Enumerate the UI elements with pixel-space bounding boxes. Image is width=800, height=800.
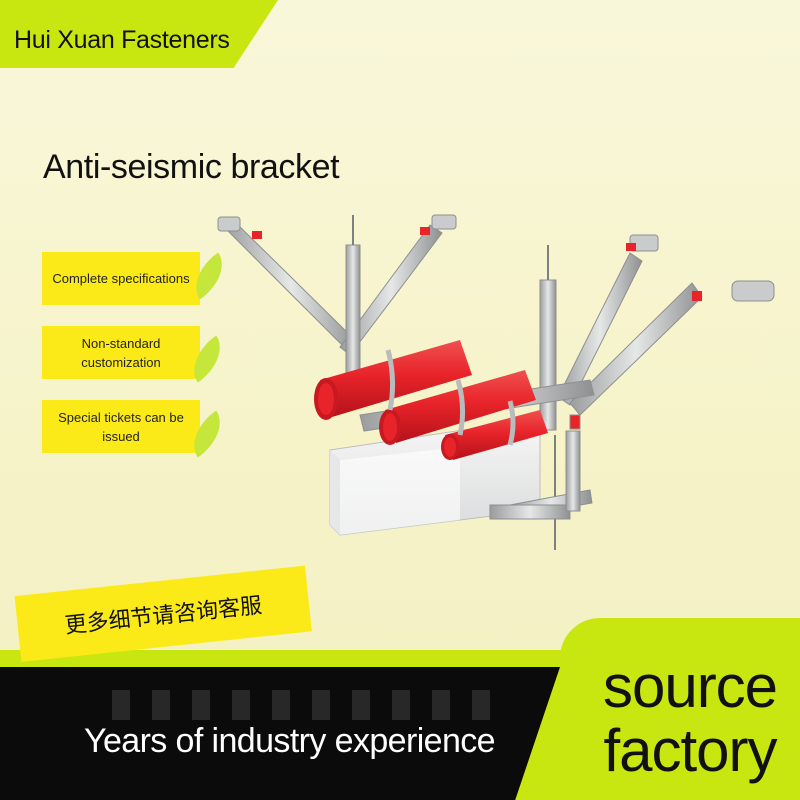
experience-text: Years of industry experience [84,722,496,760]
brand-name: Hui Xuan Fasteners [14,26,230,54]
consult-banner: 更多细节请咨询客服 [14,565,312,662]
source-line: source [602,653,778,720]
source-factory-text: source factory [590,655,790,783]
pipe [441,410,548,460]
bracket-illustration [217,214,775,550]
factory-line: factory [603,717,777,784]
experience-bar [0,667,560,800]
feature-tag-tickets: Special tickets can be issued [42,400,200,453]
page-title: Anti-seismic bracket [43,148,340,186]
decorative-text-shadow [112,690,512,720]
diagonal-brace [221,218,703,416]
feature-tag-specifications: Complete specifications [42,252,200,305]
brand-banner [0,0,278,68]
feature-tag-customization: Non-standard customization [42,326,200,379]
pipe [314,340,472,420]
